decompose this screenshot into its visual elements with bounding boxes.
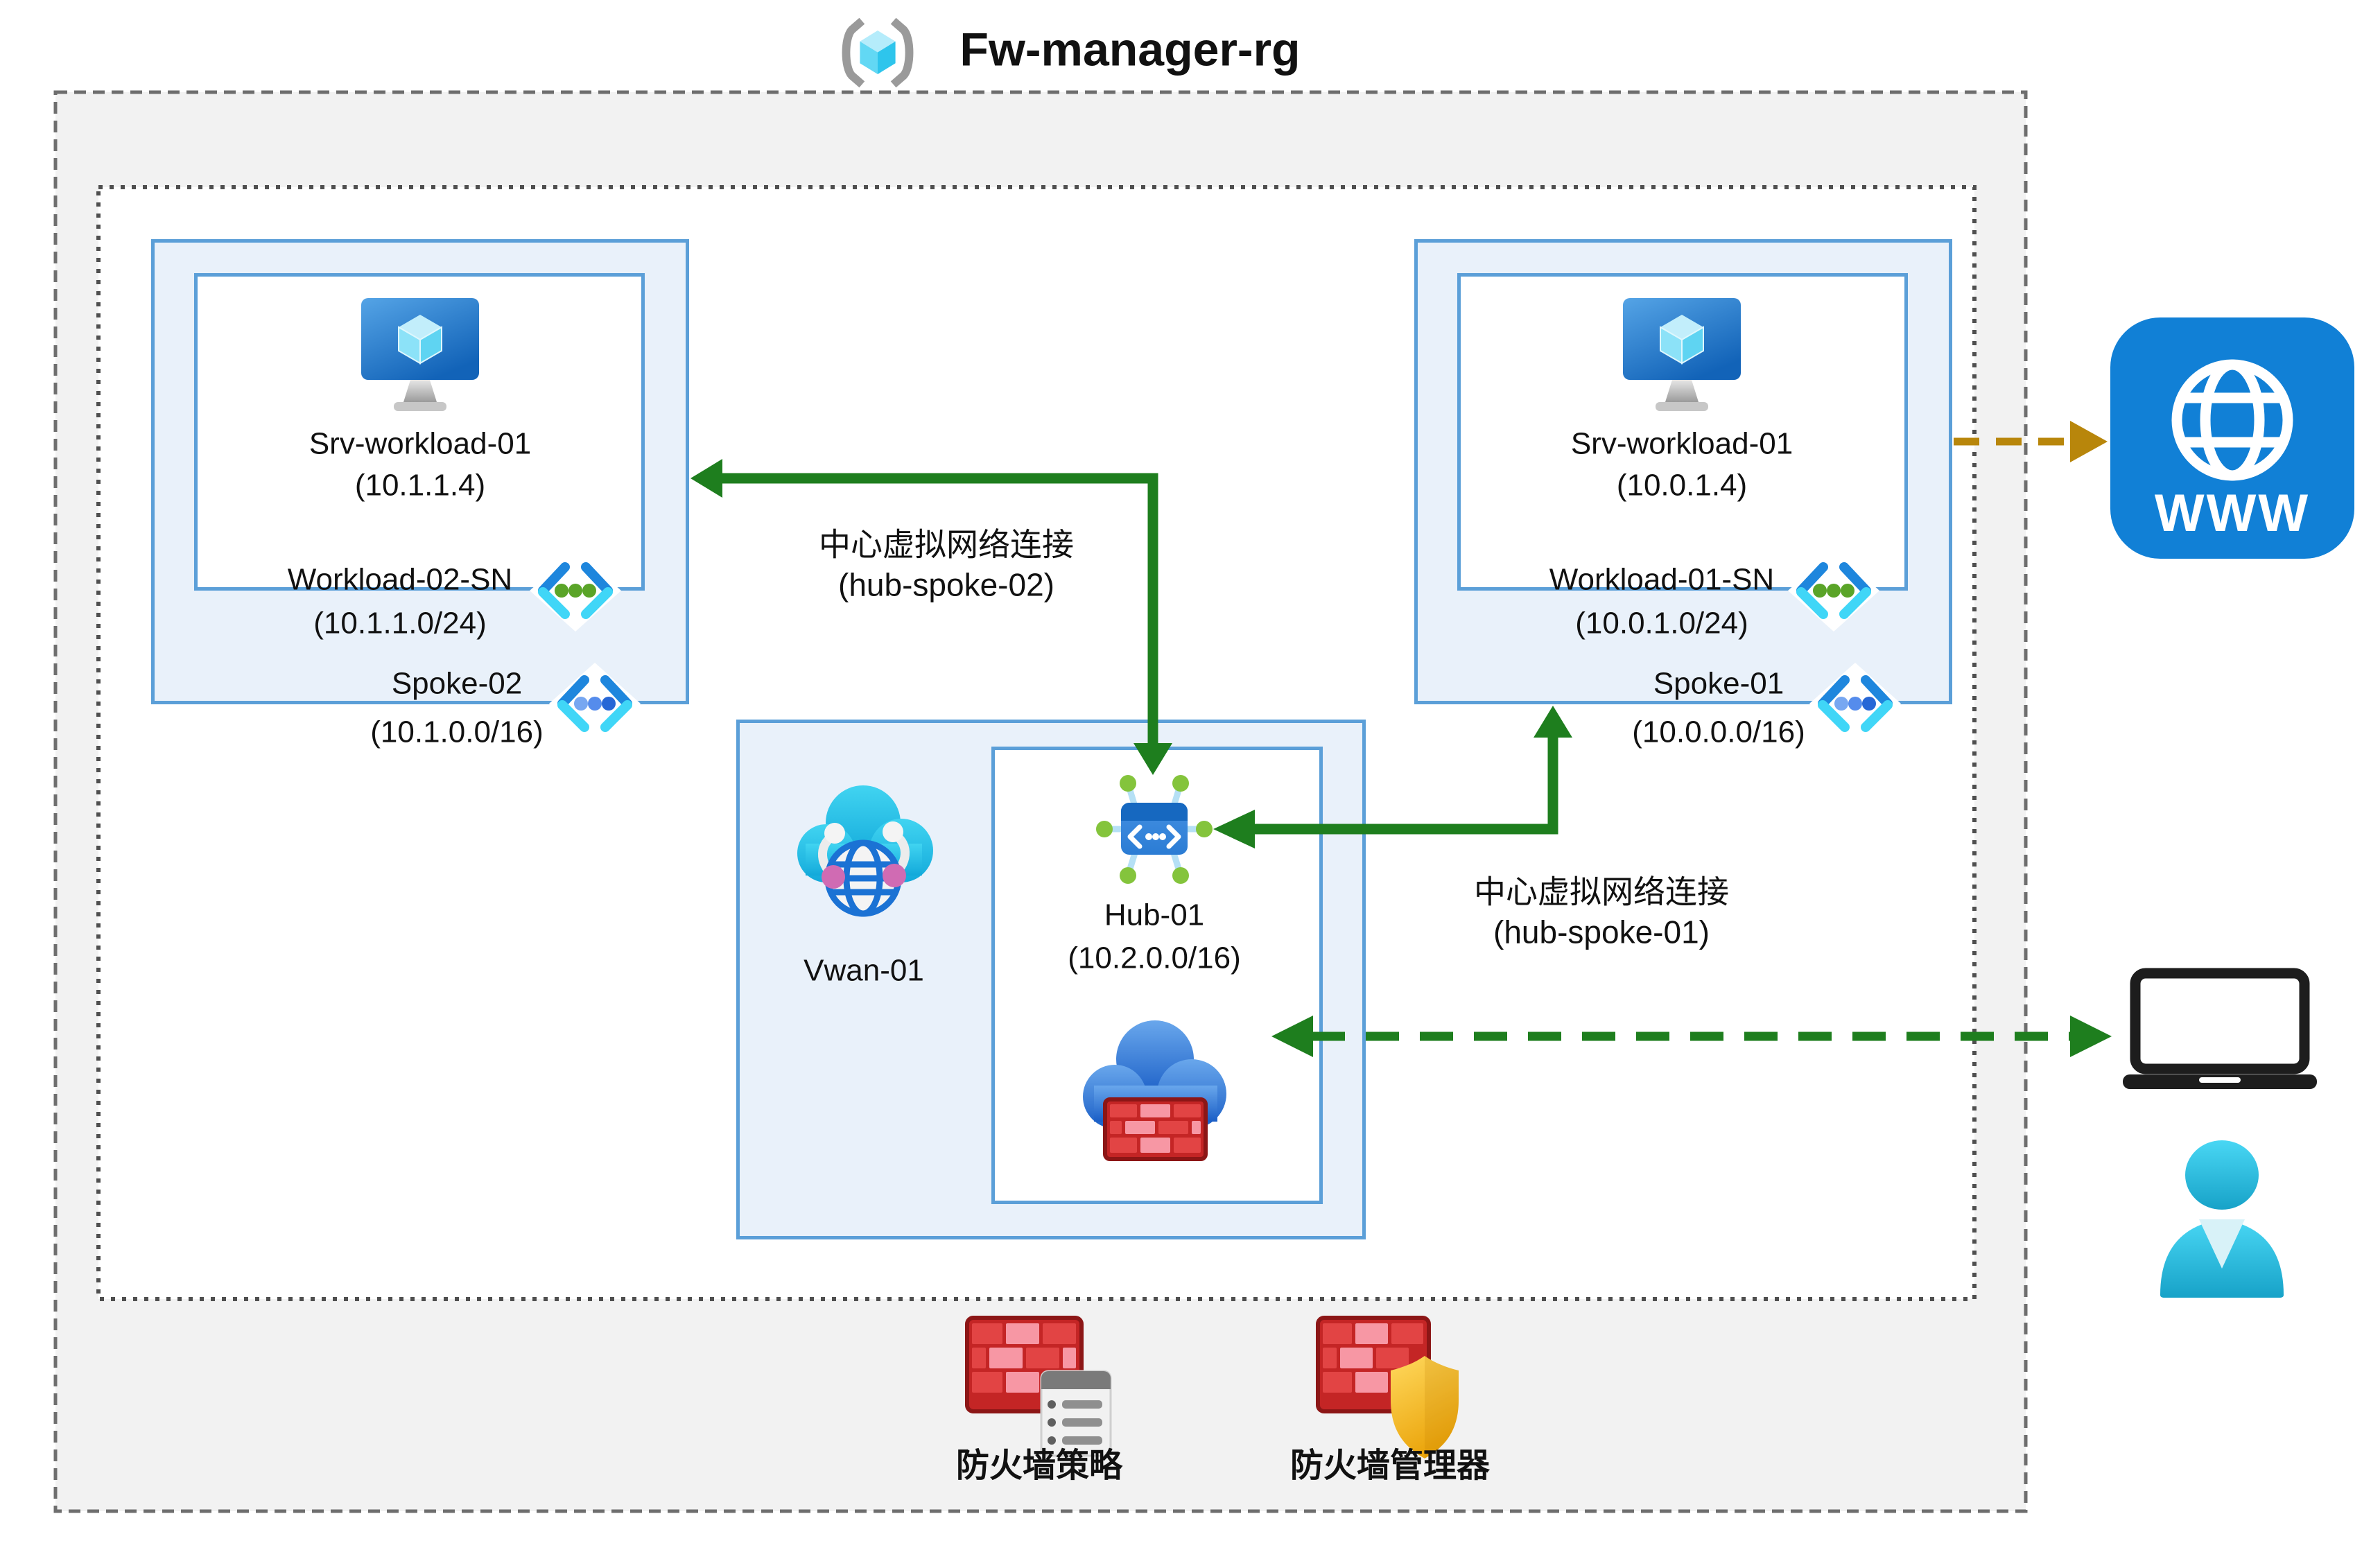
internet-icon: WWW [2110,317,2354,559]
hub-spoke-01-label-line2: (hub-spoke-01) [1493,914,1710,950]
user-icon [2155,1135,2290,1298]
spoke-02-subnet-cidr: (10.1.1.0/24) [313,606,487,641]
spoke-02-vm-name: Srv-workload-01 [309,426,532,461]
virtual-hub-icon [1095,770,1213,888]
hub-cidr: (10.2.0.0/16) [1068,941,1241,975]
virtual-network-icon [549,663,641,744]
hub-spoke-01-label-line1: 中心虚拟网络连接 [1474,873,1729,910]
virtual-network-icon [1809,663,1901,744]
laptop-icon [2123,968,2317,1090]
page-title: Fw-manager-rg [959,23,1301,76]
vwan-name: Vwan-01 [804,953,924,988]
hub-spoke-02-label-line2: (hub-spoke-02) [838,566,1054,602]
remote-user-arrow [1271,1016,2112,1057]
spoke-01-subnet-name: Workload-01-SN [1549,562,1775,597]
firewall-policy-icon [965,1316,1114,1458]
virtual-machine-icon [1619,298,1744,416]
spoke-02-vm-ip: (10.1.1.4) [354,468,486,503]
resource-group-icon [833,17,922,89]
internet-egress-arrow [1954,421,2108,462]
www-label: WWW [2155,484,2310,543]
spoke-02-subnet-name: Workload-02-SN [287,562,513,597]
spoke-02-vnet-name: Spoke-02 [391,666,523,701]
workload-01-subnet-box [1457,273,1908,591]
virtual-wan-icon [790,773,937,917]
spoke-01-vnet-cidr: (10.0.0.0/16) [1632,715,1805,749]
spoke-02-vnet-cidr: (10.1.0.0/16) [370,715,544,749]
spoke-01-vm-name: Srv-workload-01 [1570,426,1793,461]
azure-firewall-icon [1079,1016,1231,1163]
spoke-01-subnet-cidr: (10.0.1.0/24) [1575,606,1748,641]
hub-name: Hub-01 [1104,898,1205,932]
subnet-icon [530,550,621,632]
hub-spoke-01-connection-label: 中心虚拟网络连接 (hub-spoke-01) [1474,873,1729,952]
virtual-machine-icon [358,298,483,416]
spoke-01-vm-ip: (10.0.1.4) [1616,468,1748,503]
firewall-manager-icon [1316,1316,1465,1463]
hub-spoke-02-connection-label: 中心虚拟网络连接 (hub-spoke-02) [819,525,1074,605]
firewall-manager-label: 防火墙管理器 [1289,1447,1491,1484]
spoke-01-vnet-name: Spoke-01 [1653,666,1784,701]
hub-spoke-02-label-line1: 中心虚拟网络连接 [819,526,1074,563]
firewall-policy-label: 防火墙策略 [955,1447,1123,1484]
subnet-icon [1788,550,1879,632]
workload-02-subnet-box [194,273,645,591]
